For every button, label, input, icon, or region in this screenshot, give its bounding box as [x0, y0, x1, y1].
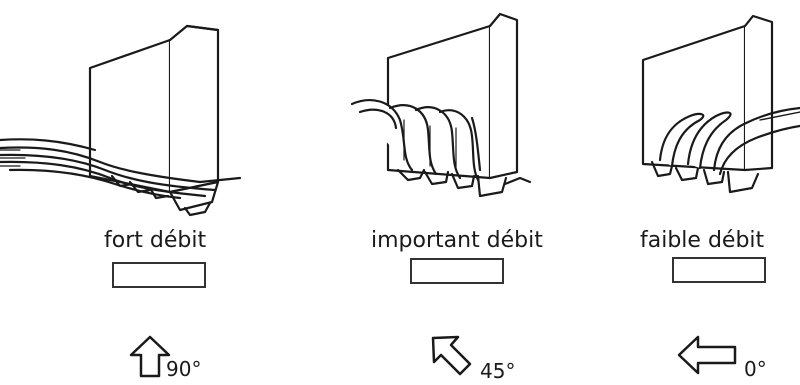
panel-label-faible-debit: faible débit	[640, 228, 764, 253]
panel-label-fort-debit: fort débit	[104, 228, 206, 253]
answer-box-2	[410, 258, 504, 284]
angle-label-45: 45°	[480, 359, 515, 383]
answer-box-3	[672, 257, 766, 283]
answer-box-1	[112, 262, 206, 288]
up-left-arrow	[433, 337, 470, 374]
angle-label-90: 90°	[166, 357, 201, 381]
cable-holder-drawing-2	[352, 14, 530, 196]
left-arrow	[679, 337, 735, 373]
panel-label-important-debit: important débit	[371, 228, 543, 253]
up-arrow	[131, 337, 169, 376]
cable-holder-drawing-1	[0, 26, 240, 215]
cable-holder-drawing-3	[643, 16, 800, 192]
angle-label-0: 0°	[744, 357, 767, 381]
